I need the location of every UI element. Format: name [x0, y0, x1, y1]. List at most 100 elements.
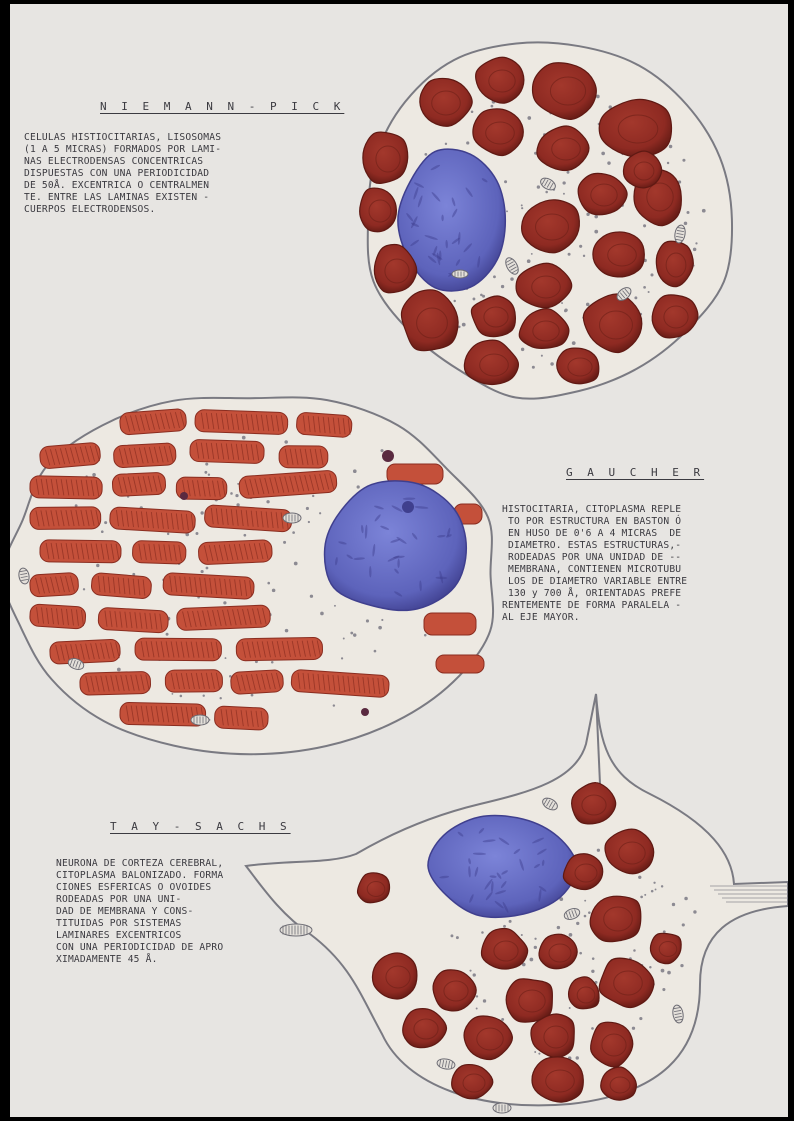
- granule: [586, 303, 590, 307]
- gaucher-rod: [296, 412, 352, 438]
- granule: [333, 704, 335, 706]
- gaucher-rod: [198, 540, 272, 565]
- granule: [633, 949, 636, 952]
- granule: [693, 248, 697, 252]
- granule: [569, 1007, 571, 1009]
- granule: [682, 159, 685, 162]
- gaucher-rod: [424, 613, 476, 635]
- granule: [639, 1017, 642, 1020]
- rod-body: [91, 572, 152, 599]
- granule: [504, 180, 507, 183]
- granule: [272, 589, 276, 593]
- granule: [343, 637, 345, 639]
- granule: [480, 294, 483, 297]
- granule: [341, 657, 343, 659]
- granule: [672, 903, 675, 906]
- granule: [366, 619, 369, 622]
- granule: [651, 890, 654, 893]
- gaucher-rod: [80, 671, 151, 695]
- granule: [473, 298, 476, 301]
- granule: [684, 897, 688, 901]
- gaucher-rod: [135, 638, 222, 661]
- granule: [569, 933, 573, 937]
- gaucher-rod: [176, 605, 270, 631]
- granule: [473, 973, 476, 976]
- granule: [503, 925, 506, 928]
- gaucher-cell: [10, 397, 493, 754]
- granule: [680, 964, 683, 967]
- granule: [583, 255, 585, 257]
- granule: [267, 582, 270, 585]
- granule: [669, 145, 672, 148]
- granule: [96, 564, 99, 567]
- rod-body: [98, 607, 169, 633]
- granule: [584, 915, 587, 918]
- granule: [353, 469, 357, 473]
- granule: [201, 570, 204, 573]
- mitochondrion: [191, 715, 209, 725]
- mitochondrion: [283, 513, 301, 523]
- granule: [661, 969, 665, 973]
- granule: [501, 1018, 504, 1021]
- granule: [306, 507, 309, 510]
- granule: [531, 253, 533, 255]
- granule: [242, 436, 246, 440]
- granule: [557, 926, 560, 929]
- granule: [456, 936, 459, 939]
- granule: [643, 286, 646, 289]
- granule: [381, 619, 383, 621]
- granule: [200, 511, 203, 514]
- granule: [541, 355, 543, 357]
- granule: [607, 161, 610, 164]
- granule: [643, 224, 646, 227]
- granule: [462, 323, 466, 327]
- rod-body: [39, 442, 101, 469]
- granule: [506, 210, 508, 212]
- rod-body: [176, 605, 270, 631]
- granule: [471, 110, 474, 113]
- rod-body: [29, 572, 78, 597]
- granule: [235, 494, 238, 497]
- mitochondrion: [280, 924, 312, 936]
- granule: [283, 541, 286, 544]
- rod-body: [50, 639, 121, 664]
- granule: [203, 695, 205, 697]
- granule: [702, 209, 706, 213]
- granule: [521, 207, 523, 209]
- granule: [530, 958, 534, 962]
- granule: [576, 922, 579, 925]
- granule: [453, 300, 455, 302]
- granule: [592, 957, 595, 960]
- granule: [534, 946, 537, 949]
- granule: [483, 999, 486, 1002]
- granule: [292, 531, 295, 534]
- tay-sachs-neuron: [246, 694, 788, 1113]
- lysosome: [363, 132, 408, 183]
- granule: [667, 162, 669, 164]
- granule: [204, 471, 207, 474]
- granule: [424, 634, 427, 637]
- gaucher-rod: [29, 604, 86, 629]
- granule: [650, 273, 653, 276]
- granule: [655, 889, 657, 891]
- granule: [521, 934, 523, 936]
- granule: [684, 222, 687, 225]
- gaucher-rod: [163, 573, 255, 600]
- granule: [117, 668, 121, 672]
- rod-body: [165, 670, 222, 693]
- granule: [319, 512, 321, 514]
- gaucher-rod: [119, 408, 187, 435]
- gaucher-rod: [195, 409, 288, 434]
- granule: [294, 562, 298, 566]
- granule: [243, 534, 246, 537]
- granule: [640, 896, 643, 899]
- granule: [378, 626, 382, 630]
- slide-sheet: N I E M A N N - P I C K CELULAS HISTIOCI…: [10, 4, 788, 1117]
- granule: [271, 661, 274, 664]
- granule: [92, 473, 96, 477]
- granule: [266, 500, 269, 503]
- granule: [632, 1027, 635, 1030]
- granule: [509, 920, 512, 923]
- niemann-pick-description: CELULAS HISTIOCITARIAS, LISOSOMAS (1 A 5…: [24, 132, 221, 216]
- granule: [380, 449, 383, 452]
